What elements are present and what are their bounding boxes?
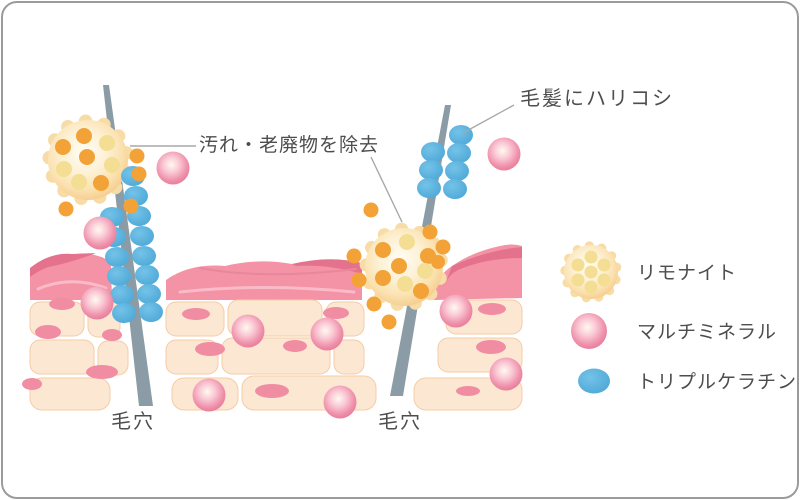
mineral-ball — [310, 317, 344, 351]
limonite-inner-dot — [584, 280, 598, 294]
limonite-layer — [42, 114, 622, 311]
leader-lines — [130, 104, 515, 223]
limonite-inner-dot — [571, 258, 585, 272]
limonite-inner-dot — [76, 128, 92, 144]
limonite-inner-dot — [571, 273, 585, 287]
limonite-inner-dot — [413, 283, 429, 299]
skin-layer — [22, 244, 523, 411]
limonite-inner-dot — [584, 250, 598, 264]
limonite-ball-left — [42, 114, 133, 205]
limonite-inner-dot — [93, 175, 109, 191]
limonite-inner-dot — [375, 270, 391, 286]
limonite-inner-dot — [597, 258, 611, 272]
limonite-inner-dot — [99, 135, 115, 151]
labels: 汚れ・老廃物を除去 毛髪にハリコシ 毛穴 毛穴 — [111, 87, 674, 433]
limonite-particle-dot — [131, 166, 147, 182]
mineral-ball — [323, 385, 357, 419]
keratin-oval — [130, 226, 154, 246]
limonite-particle-dot — [422, 224, 438, 240]
limonite-inner-dot — [584, 265, 598, 279]
limonite-particle-dot — [351, 272, 367, 288]
limonite-particle-dot — [129, 148, 145, 164]
mineral-ball — [439, 294, 473, 328]
keratin-oval — [107, 266, 131, 286]
mineral-ball — [156, 151, 190, 185]
legend: リモナイト マルチミネラル トリプルケラチン — [637, 263, 797, 393]
limonite-inner-dot — [56, 161, 72, 177]
keratin-oval — [112, 303, 136, 323]
keratin-oval — [445, 161, 469, 181]
keratin-oval — [137, 284, 161, 304]
limonite-inner-dot — [71, 174, 87, 190]
keratin-oval — [419, 160, 443, 180]
keratin-oval — [421, 142, 445, 162]
mineral-ball — [231, 314, 265, 348]
hair-leader-line — [462, 104, 515, 134]
limonite-inner-dot — [397, 276, 413, 292]
mineral-ball — [80, 286, 114, 320]
limonite-inner-dot — [55, 139, 71, 155]
skin-block-middle — [165, 259, 377, 411]
limonite-inner-dot — [104, 157, 120, 173]
limonite-particle-dot — [123, 198, 139, 214]
limonite-particle-dot — [381, 314, 397, 330]
legend-label-limonite: リモナイト — [637, 263, 737, 284]
dirt-leader-line-right — [370, 156, 403, 223]
triple-keratin-icon — [578, 368, 610, 394]
keratin-oval — [447, 143, 471, 163]
limonite-particle-dot — [346, 248, 362, 264]
legend-label-triple-keratin: トリプルケラチン — [637, 371, 797, 393]
limonite-particle-dot — [435, 239, 451, 255]
legend-label-multi-mineral: マルチミネラル — [637, 322, 777, 343]
pore-label-right: 毛穴 — [378, 410, 422, 433]
keratin-oval — [110, 285, 134, 305]
limonite-icon — [560, 241, 622, 303]
limonite-particle-dot — [431, 255, 445, 269]
orange-dot-layer — [58, 148, 451, 330]
pore-label-left: 毛穴 — [111, 410, 155, 433]
mineral-ball — [487, 137, 521, 171]
keratin-oval — [443, 179, 467, 199]
keratin-oval — [417, 178, 441, 198]
keratin-oval — [449, 125, 473, 145]
limonite-inner-dot — [375, 242, 391, 258]
mineral-ball — [489, 357, 523, 391]
limonite-inner-dot — [417, 263, 433, 279]
keratin-oval — [132, 246, 156, 266]
keratin-oval — [139, 302, 163, 322]
limonite-inner-dot — [399, 234, 415, 250]
limonite-inner-dot — [391, 258, 407, 274]
mineral-layer — [80, 137, 607, 419]
dirt-removal-label: 汚れ・老廃物を除去 — [199, 134, 379, 156]
limonite-inner-dot — [597, 273, 611, 287]
limonite-particle-dot — [366, 296, 382, 312]
limonite-particle-dot — [58, 201, 74, 217]
mineral-ball — [192, 378, 226, 412]
keratin-oval — [135, 265, 159, 285]
multi-mineral-icon — [571, 313, 607, 349]
limonite-inner-dot — [79, 149, 95, 165]
keratin-oval — [105, 247, 129, 267]
limonite-particle-dot — [363, 202, 379, 218]
mineral-ball — [83, 216, 117, 250]
hair-firmness-label: 毛髪にハリコシ — [520, 87, 674, 110]
